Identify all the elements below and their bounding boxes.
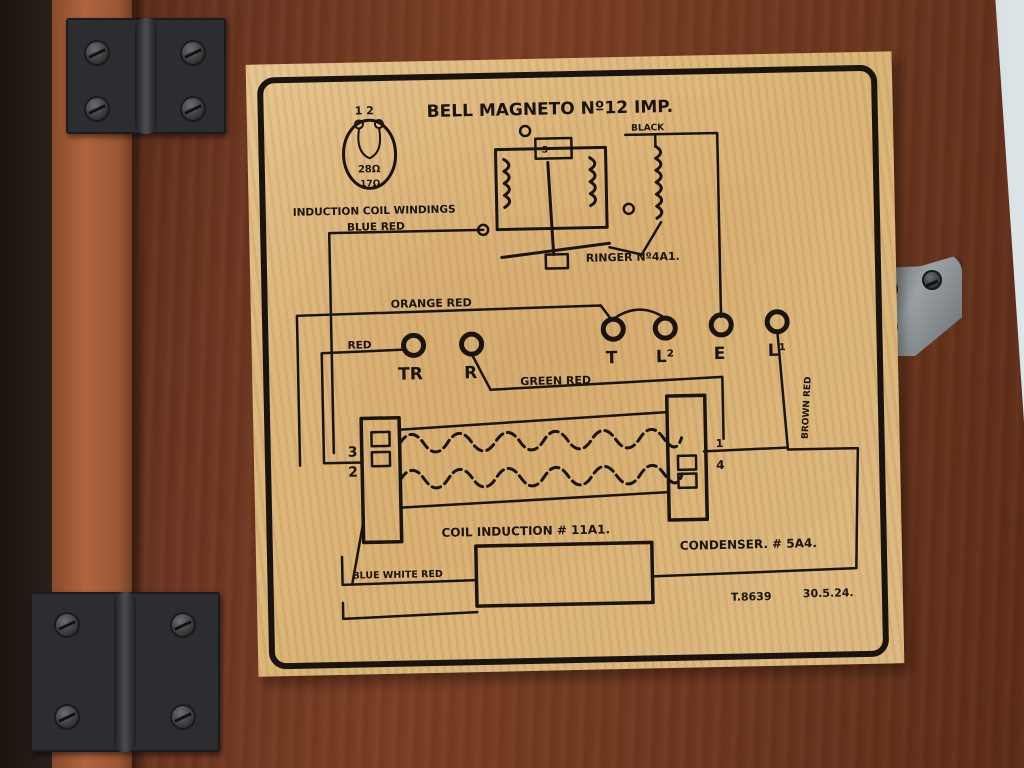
coil-tag xyxy=(677,472,698,490)
wire xyxy=(608,220,663,256)
winding-line xyxy=(357,127,382,160)
plate-date: 30.5.24. xyxy=(803,586,854,600)
ringer-foot xyxy=(544,252,570,270)
bottom-hinge xyxy=(30,592,220,752)
screw-icon xyxy=(170,704,196,730)
coil-number-3: 3 xyxy=(348,445,358,461)
screw-icon xyxy=(170,612,196,638)
screw-icon xyxy=(180,40,206,66)
wire-blue-white-red xyxy=(340,555,478,587)
terminal-l1 xyxy=(764,309,790,335)
red-label: RED xyxy=(347,339,372,352)
hinge-knuckle xyxy=(114,592,136,752)
hinge-knuckle xyxy=(135,18,157,134)
plate-title: BELL MAGNETO Nº12 IMP. xyxy=(426,97,673,122)
wire xyxy=(651,446,860,578)
terminal-r xyxy=(459,331,485,357)
blue-red-label: BLUE RED xyxy=(347,221,405,234)
screw-icon xyxy=(84,40,110,66)
coil-tag xyxy=(370,450,392,468)
terminal-label-t: T xyxy=(606,348,618,368)
ringer-clapper xyxy=(546,161,556,256)
coil-inner-2: 17Ω xyxy=(360,179,381,189)
ringer-label: RINGER Nº4A1. xyxy=(586,250,680,265)
screw-icon xyxy=(180,96,206,122)
brown-red-label: BROWN RED xyxy=(801,376,814,439)
coil-number-4: 4 xyxy=(716,458,725,472)
coil-top-numbers: 1 2 xyxy=(355,104,374,117)
wire-red xyxy=(320,348,405,465)
wiring-diagram: BELL MAGNETO Nº12 IMP. 1 2 28Ω 17Ω INDUC… xyxy=(257,64,889,670)
ringer-armature xyxy=(534,136,573,161)
coil-tag xyxy=(676,454,698,472)
wire-green-red xyxy=(470,352,725,441)
terminal-label-tr: TR xyxy=(398,364,423,385)
wire-brown-red xyxy=(702,330,790,453)
coil-end-right xyxy=(664,393,710,522)
green-red-label: GREEN RED xyxy=(520,374,591,388)
coil-core-bottom xyxy=(399,490,670,509)
coil-induction-label: COIL INDUCTION # 11A1. xyxy=(441,522,610,540)
coil-winding-symbol xyxy=(342,118,398,190)
wire xyxy=(623,133,657,148)
orange-red-label: ORANGE RED xyxy=(391,296,472,311)
door-shadow xyxy=(132,0,146,768)
terminal-label-l2: L² xyxy=(656,347,675,367)
terminal-icon xyxy=(518,124,532,138)
coil-number-2: 2 xyxy=(348,465,358,481)
terminal-icon xyxy=(476,223,490,237)
terminal-t xyxy=(600,316,626,342)
link-t-l2 xyxy=(611,308,667,321)
coil-tag xyxy=(370,430,391,448)
condenser xyxy=(474,540,655,608)
screw-icon xyxy=(54,612,80,638)
top-hinge xyxy=(66,18,226,134)
coil-inner-1: 28Ω xyxy=(358,164,381,175)
ringer-coil-right xyxy=(588,156,598,208)
coil-winding-top xyxy=(398,427,684,454)
condenser-label: CONDENSER. # 5A4. xyxy=(680,536,817,553)
ringer-s-label: S xyxy=(541,146,548,156)
screw-icon xyxy=(84,96,110,122)
terminal-e xyxy=(708,312,734,338)
terminal-icon xyxy=(622,202,636,216)
induction-coil-windings-label: INDUCTION COIL WINDINGS xyxy=(293,203,456,218)
black-label: BLACK xyxy=(631,123,665,134)
coil-core-top xyxy=(398,410,669,431)
reference-number: T.8639 xyxy=(731,590,772,604)
wire-black xyxy=(653,131,723,319)
wire-orange-red xyxy=(295,304,613,468)
coil-number-1: 1 xyxy=(716,437,724,450)
coil-end-left xyxy=(359,415,404,545)
ringer-coil-left xyxy=(502,157,512,209)
wiring-diagram-plate: BELL MAGNETO Nº12 IMP. 1 2 28Ω 17Ω INDUC… xyxy=(245,51,905,677)
terminal-tr xyxy=(401,332,427,358)
wire-blue-red xyxy=(327,228,485,455)
terminal-label-l1: L¹ xyxy=(768,341,787,361)
terminal-l2 xyxy=(652,315,678,341)
ringer-spring xyxy=(653,144,664,220)
coil-winding-bottom xyxy=(398,463,684,490)
screw-icon xyxy=(922,270,942,290)
wire xyxy=(341,601,479,621)
terminal-label-r: R xyxy=(464,363,478,383)
ringer-base xyxy=(500,241,611,260)
terminal-label-e: E xyxy=(714,344,726,364)
plate-border xyxy=(257,64,889,670)
screw-icon xyxy=(54,704,80,730)
wire xyxy=(351,521,365,584)
blue-white-red-label: BLUE WHITE RED xyxy=(352,569,443,582)
